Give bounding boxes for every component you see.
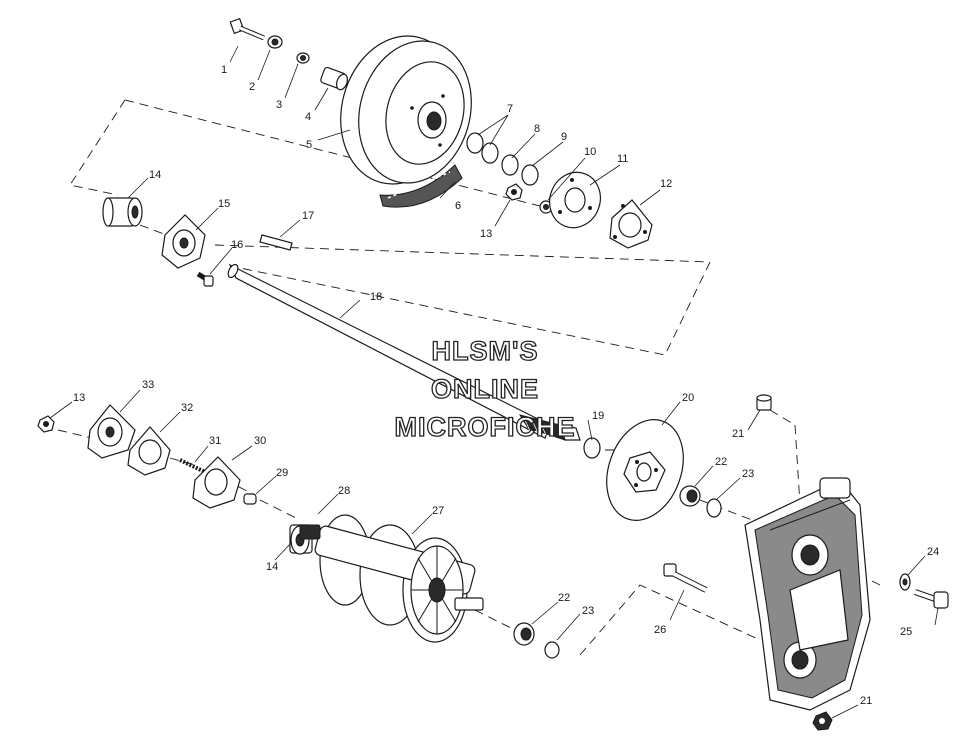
chain-6 <box>379 164 463 208</box>
callout-33: 33 <box>142 379 154 391</box>
gasket-32 <box>127 426 171 476</box>
callout-18: 18 <box>370 291 382 303</box>
callout-11: 11 <box>617 153 628 165</box>
bearing-22-bottom <box>513 622 535 646</box>
bolt-25 <box>914 589 949 609</box>
brake-disc-20 <box>606 419 684 521</box>
callout-15: 15 <box>218 198 230 210</box>
callout-23-bottom: 23 <box>582 605 594 617</box>
callout-23-right: 23 <box>742 468 754 480</box>
watermark-line-3: MICROFICHE <box>395 412 576 442</box>
shaft-18 <box>227 263 581 441</box>
watermark-line-1: HLSM'S <box>432 336 539 366</box>
callout-31: 31 <box>209 435 221 447</box>
callout-24: 24 <box>927 546 939 558</box>
callout-17: 17 <box>302 210 314 222</box>
sprocket-5 <box>340 35 472 185</box>
callout-29: 29 <box>276 467 288 479</box>
chaincase-housing <box>744 477 871 711</box>
callout-7: 7 <box>507 103 513 115</box>
spacer-4 <box>320 66 349 91</box>
retainer-plate-11 <box>549 171 601 229</box>
callout-27: 27 <box>432 505 444 517</box>
callout-21-bottom: 21 <box>860 695 872 707</box>
callout-19: 19 <box>592 410 604 422</box>
callout-5: 5 <box>306 139 312 151</box>
bearing-flange-15 <box>161 214 206 269</box>
spring-pin-31 <box>179 458 206 474</box>
callout-30: 30 <box>254 435 266 447</box>
nut-13-left <box>37 415 55 433</box>
watermark-line-2: ONLINE <box>431 374 539 404</box>
nut-21-top <box>756 394 772 411</box>
washer-24 <box>899 573 911 591</box>
key-17 <box>259 234 293 251</box>
bearing-flange-12 <box>609 199 653 249</box>
callout-25: 25 <box>900 626 912 638</box>
leader-lines <box>49 45 939 719</box>
bolt-26 <box>663 563 708 593</box>
bushing-29 <box>243 493 257 505</box>
callout-22-right: 22 <box>715 456 727 468</box>
callout-20: 20 <box>682 392 694 404</box>
washer-3 <box>296 52 310 64</box>
watermark: HLSM'S ONLINE MICROFICHE <box>394 335 576 442</box>
snap-ring-19 <box>583 437 601 459</box>
callout-21-top: 21 <box>732 428 744 440</box>
bolt-16 <box>196 271 214 287</box>
callout-8: 8 <box>534 123 540 135</box>
bearing-14-top <box>102 197 143 227</box>
callout-16: 16 <box>231 239 243 251</box>
callout-32: 32 <box>181 402 193 414</box>
nut-13 <box>505 183 523 201</box>
callout-10: 10 <box>584 146 596 158</box>
bolt-1 <box>229 17 265 41</box>
callout-13-left: 13 <box>73 392 85 404</box>
callout-4: 4 <box>305 111 311 123</box>
callout-14: 14 <box>149 169 161 181</box>
callout-14-bottom: 14 <box>266 561 278 573</box>
washer-2 <box>267 35 283 49</box>
bearing-flange-30 <box>192 456 241 509</box>
seal-23-bottom <box>544 641 560 659</box>
callout-6: 6 <box>455 200 461 212</box>
callout-26: 26 <box>654 624 666 636</box>
nut-21-bottom <box>812 711 833 731</box>
callout-1: 1 <box>221 64 227 76</box>
seal-23-right <box>706 498 722 518</box>
callout-22-bottom: 22 <box>558 592 570 604</box>
o-rings-7-8-9 <box>466 132 539 186</box>
callout-numbers: 1 2 3 4 5 6 7 8 9 10 11 12 13 14 15 16 1… <box>73 64 939 707</box>
callout-13: 13 <box>480 228 492 240</box>
callout-2: 2 <box>249 81 255 93</box>
callout-28: 28 <box>338 485 350 497</box>
callout-12: 12 <box>660 178 672 190</box>
drive-sprocket-27 <box>299 514 484 643</box>
bearing-22-right <box>679 485 701 507</box>
callout-9: 9 <box>561 131 567 143</box>
bearing-flange-33 <box>87 404 136 459</box>
callout-3: 3 <box>276 99 282 111</box>
